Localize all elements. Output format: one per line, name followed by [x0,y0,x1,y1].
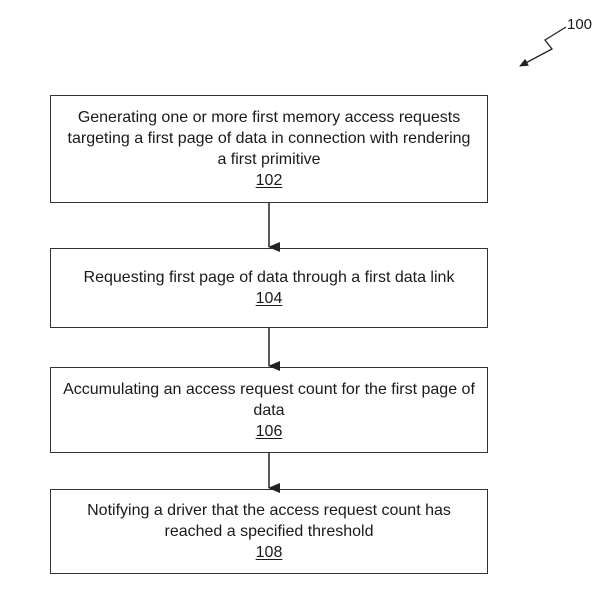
flow-step-text: Accumulating an access request count for… [63,380,475,419]
flow-step-104: Requesting first page of data through a … [50,248,488,328]
figure-reference-label: 100 [567,16,593,33]
flow-step-102: Generating one or more first memory acce… [50,95,488,203]
flow-step-106: Accumulating an access request count for… [50,367,488,453]
flow-step-108: Notifying a driver that the access reque… [50,489,488,574]
flow-step-number: 102 [255,172,283,189]
flow-step-text: Requesting first page of data through a … [83,269,455,286]
flow-step-number: 108 [255,544,283,561]
flow-step-number: 106 [255,422,283,440]
flow-step-number: 104 [255,290,283,307]
flow-step-text: Notifying a driver that the access reque… [87,502,451,540]
flow-step-text: Generating one or more first memory acce… [67,109,471,168]
